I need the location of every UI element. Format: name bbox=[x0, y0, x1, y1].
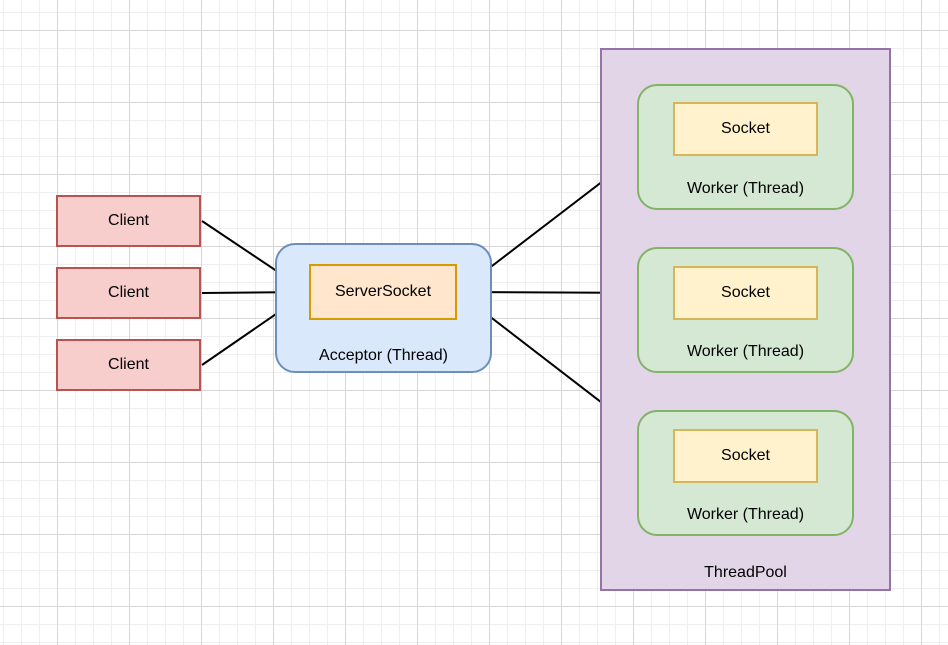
socket-node-3: Socket bbox=[673, 429, 818, 483]
worker-thread-label: Worker (Thread) bbox=[686, 505, 805, 523]
client-label: Client bbox=[108, 356, 149, 374]
client-label: Client bbox=[108, 212, 149, 230]
worker-thread-label: Worker (Thread) bbox=[686, 179, 805, 197]
client-node-1: Client bbox=[56, 195, 201, 247]
client-node-3: Client bbox=[56, 339, 201, 391]
socket-label: Socket bbox=[721, 447, 770, 465]
socket-label: Socket bbox=[721, 284, 770, 302]
serversocket-node: ServerSocket bbox=[309, 264, 457, 320]
worker-thread-label: Worker (Thread) bbox=[686, 342, 805, 360]
socket-node-1: Socket bbox=[673, 102, 818, 156]
acceptor-thread-label: Acceptor (Thread) bbox=[319, 347, 448, 365]
client-label: Client bbox=[108, 284, 149, 302]
socket-node-2: Socket bbox=[673, 266, 818, 320]
client-node-2: Client bbox=[56, 267, 201, 319]
socket-label: Socket bbox=[721, 120, 770, 138]
serversocket-label: ServerSocket bbox=[334, 283, 432, 301]
threadpool-label: ThreadPool bbox=[704, 564, 787, 582]
